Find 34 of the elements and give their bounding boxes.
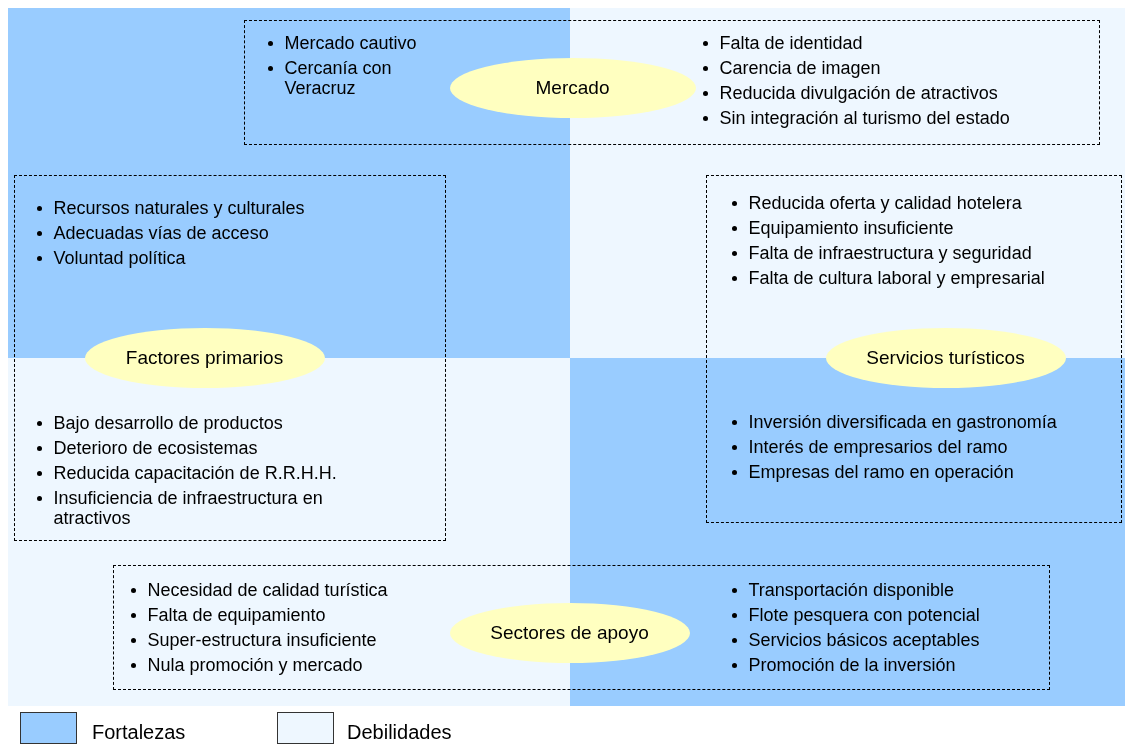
list-item: Adecuadas vías de acceso [53,222,270,243]
list-item: Nula promoción y mercado [147,654,364,675]
dashed-group-box [244,20,1100,145]
list-item: Transportación disponible [748,579,955,600]
legend-label: Fortalezas [92,721,186,743]
list-item: Super-estructura insuficiente [147,629,378,650]
list-item: Falta de infraestructura y seguridad [748,242,1033,263]
list-item: Reducida divulgación de atractivos [719,82,999,103]
list-item: Voluntad política [53,247,187,268]
list-item: Flote pesquera con potencial [748,604,981,625]
list-item: Mercado cautivo [284,32,418,53]
list-item: Equipamiento insuficiente [748,217,955,238]
list-item: Falta de cultura laboral y empresarial [748,267,1046,288]
dashed-group-box [706,175,1122,523]
legend-label: Debilidades [347,721,452,743]
list-item: Falta de equipamiento [147,604,327,625]
list-item: Servicios básicos aceptables [748,629,981,650]
list-item: Necesidad de calidad turística [147,579,389,600]
list-item: Insuficiencia de infraestructura en atractivos [53,487,324,528]
dashed-group-box [14,175,446,541]
list-item: Cercanía con Veracruz [284,57,393,98]
list-item: Promoción de la inversión [748,654,957,675]
dashed-group-box [113,565,1050,690]
list-item: Deterioro de ecosistemas [53,437,259,458]
list-item: Falta de identidad [719,32,864,53]
list-item: Inversión diversificada en gastronomía [748,411,1058,432]
list-item: Recursos naturales y culturales [53,197,306,218]
list-item: Carencia de imagen [719,57,882,78]
list-item: Sin integración al turismo del estado [719,107,1011,128]
list-item: Reducida oferta y calidad hotelera [748,192,1023,213]
list-item: Empresas del ramo en operación [748,461,1015,482]
list-item: Reducida capacitación de R.R.H.H. [53,462,338,483]
list-item: Bajo desarrollo de productos [53,412,284,433]
list-item: Interés de empresarios del ramo [748,436,1009,457]
